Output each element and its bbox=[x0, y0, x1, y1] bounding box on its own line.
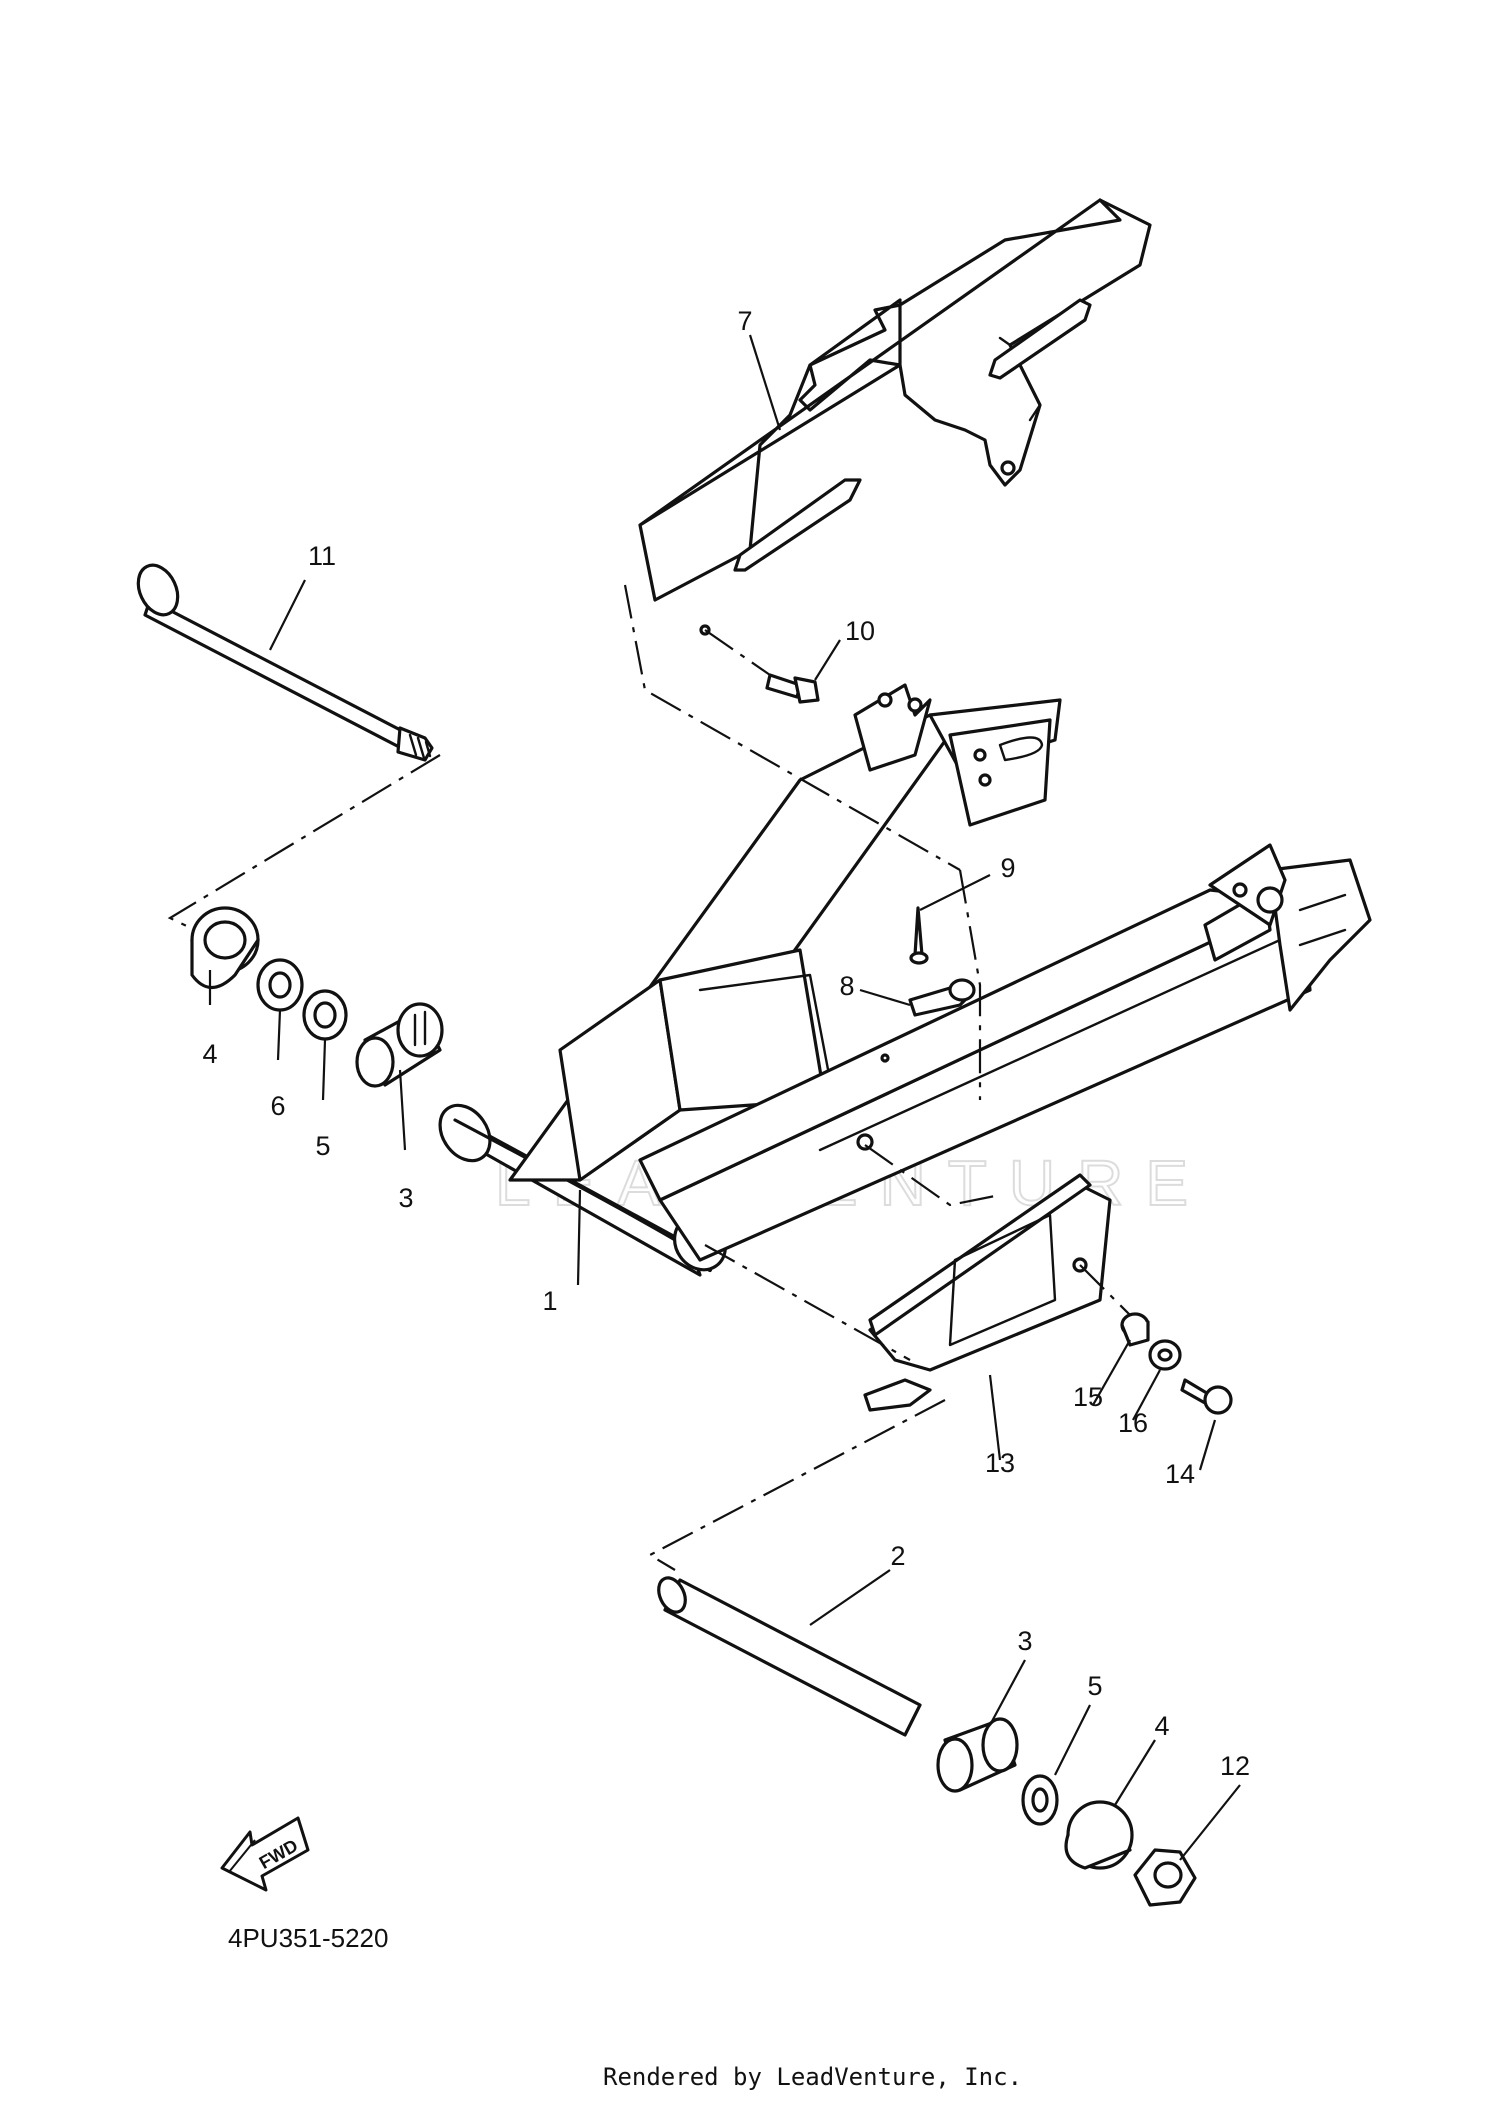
callout-3-right: 3 bbox=[1017, 1626, 1032, 1656]
footer-credit: Rendered by LeadVenture, Inc. bbox=[603, 2063, 1022, 2091]
pivot-shaft-part-11 bbox=[136, 563, 434, 762]
forward-direction-arrow-icon: FWD bbox=[220, 1816, 310, 1892]
washer-part-6 bbox=[256, 958, 304, 1012]
screw-part-10 bbox=[765, 673, 820, 704]
callout-10: 10 bbox=[845, 616, 875, 646]
callout-5-right: 5 bbox=[1087, 1671, 1102, 1701]
collar-part-15 bbox=[1120, 1312, 1150, 1347]
leader-lines bbox=[208, 334, 1241, 1861]
callout-labels: 1 2 3 3 4 4 5 5 6 7 8 9 10 11 12 13 14 1… bbox=[202, 306, 1250, 1781]
oil-seal-part-4-right bbox=[1064, 1800, 1134, 1870]
bearing-part-3-right bbox=[936, 1717, 1019, 1793]
callout-4-right: 4 bbox=[1154, 1711, 1169, 1741]
callout-12: 12 bbox=[1220, 1751, 1250, 1781]
callout-16: 16 bbox=[1118, 1408, 1148, 1438]
callout-11: 11 bbox=[308, 541, 336, 571]
callout-5-left: 5 bbox=[315, 1131, 330, 1161]
callout-6: 6 bbox=[270, 1091, 285, 1121]
callout-4-left: 4 bbox=[202, 1039, 217, 1069]
bolt-part-14 bbox=[1180, 1378, 1233, 1415]
callout-9: 9 bbox=[1000, 853, 1015, 883]
diagram-code: 4PU351-5220 bbox=[228, 1923, 388, 1953]
washer-part-5-left bbox=[302, 989, 348, 1041]
bearing-part-3-left bbox=[355, 1002, 444, 1088]
oil-seal-part-4-left bbox=[190, 906, 260, 990]
callout-14: 14 bbox=[1165, 1459, 1195, 1489]
chain-case-part-7 bbox=[638, 198, 1152, 636]
washer-part-5-right bbox=[1021, 1774, 1059, 1826]
callout-8: 8 bbox=[839, 971, 854, 1001]
callout-1: 1 bbox=[542, 1286, 557, 1316]
callout-15: 15 bbox=[1073, 1382, 1103, 1412]
clamp-part-8 bbox=[908, 978, 976, 1017]
alignment-lines bbox=[167, 584, 1131, 1571]
callout-7: 7 bbox=[737, 306, 752, 336]
callout-13: 13 bbox=[985, 1448, 1015, 1478]
nut-part-12 bbox=[1133, 1848, 1197, 1907]
swing-arm-part-1 bbox=[438, 683, 1372, 1277]
washer-part-16 bbox=[1148, 1339, 1182, 1371]
rivet-part-9 bbox=[909, 906, 929, 965]
callout-2: 2 bbox=[890, 1541, 905, 1571]
callout-3-left: 3 bbox=[398, 1183, 413, 1213]
collar-tube-part-2 bbox=[657, 1576, 922, 1737]
